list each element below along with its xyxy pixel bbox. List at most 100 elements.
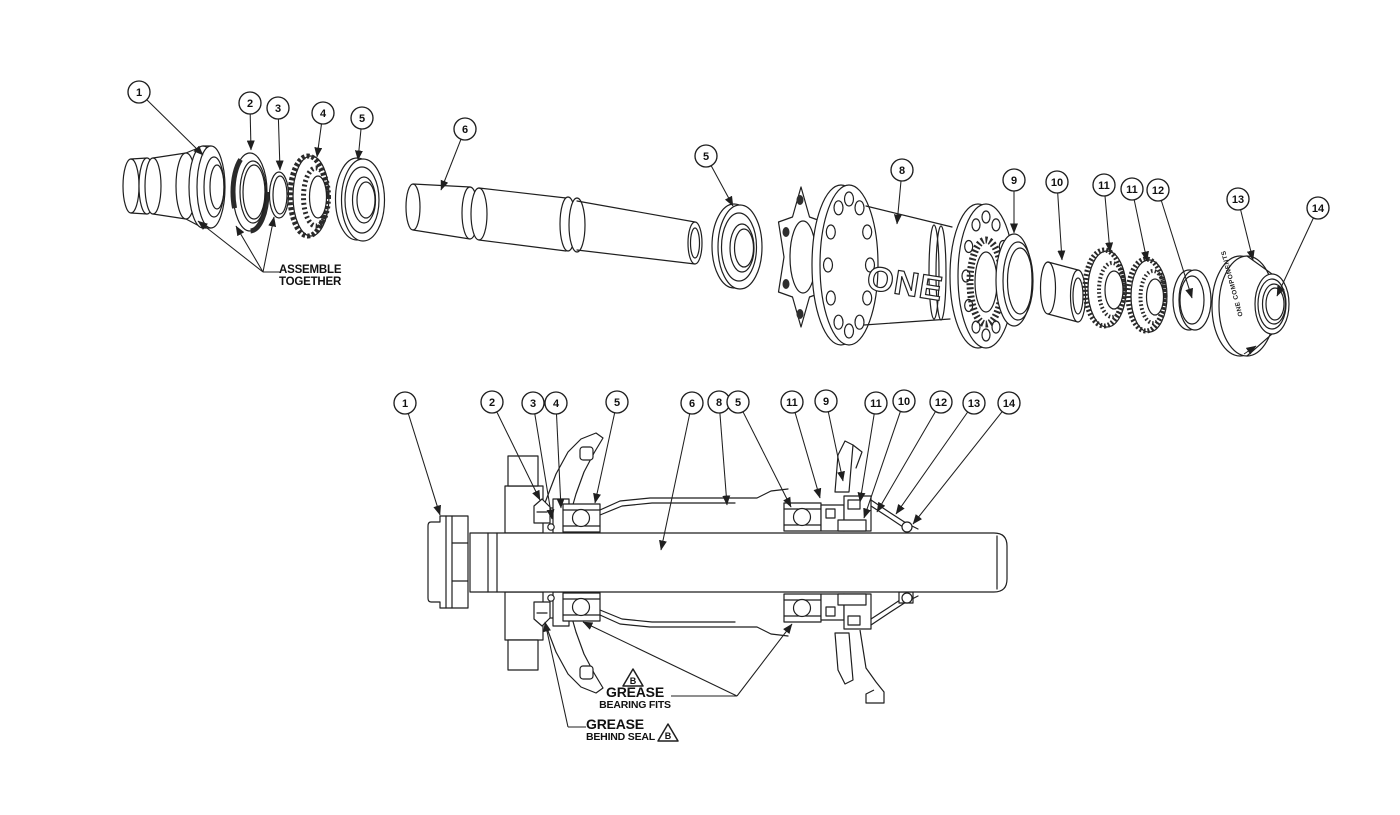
hub-logo: ONE xyxy=(864,259,946,309)
part-axle xyxy=(405,183,703,265)
callout-number: 3 xyxy=(275,103,281,115)
callout-balloon xyxy=(453,117,477,141)
callout-leader xyxy=(863,411,901,519)
part-drive-ring xyxy=(287,153,331,239)
callout-balloon xyxy=(1306,196,1330,220)
grease-bearing-title: GREASE xyxy=(606,684,664,700)
part-end-cap xyxy=(122,145,226,229)
assemble-line-2: TOGETHER xyxy=(279,276,342,289)
callout-balloon xyxy=(892,389,916,413)
part-spring xyxy=(1172,269,1212,331)
grease-seal-label: GREASE BEHIND SEAL xyxy=(586,717,655,743)
callout-balloon xyxy=(605,390,629,414)
callout-leader xyxy=(876,411,936,513)
grease-seal-sub: BEHIND SEAL xyxy=(586,730,655,743)
part-bearing-right xyxy=(711,203,763,290)
callout-leader xyxy=(659,413,691,551)
callout-leader xyxy=(496,411,541,501)
exploded-view: ONE xyxy=(122,145,1290,357)
callout-balloon xyxy=(726,390,750,414)
callout-leader xyxy=(1104,195,1114,253)
callout-number: 4 xyxy=(553,398,560,410)
callout-balloon xyxy=(890,158,914,182)
callout-leader xyxy=(1276,217,1314,297)
callout-number: 14 xyxy=(1003,398,1016,410)
callout-number: 10 xyxy=(1051,177,1063,189)
callout-leader xyxy=(1133,199,1149,262)
callout-leader xyxy=(275,118,284,171)
callout-balloon xyxy=(480,390,504,414)
callout-leader xyxy=(354,128,363,161)
part-hub-seal xyxy=(995,233,1034,327)
callout-leader xyxy=(1240,209,1255,261)
callout-balloon xyxy=(1146,178,1170,202)
callout-balloon xyxy=(1226,187,1250,211)
callout-number: 6 xyxy=(689,398,695,410)
callout-number: 11 xyxy=(870,398,882,410)
callout-balloon xyxy=(694,144,718,168)
warning-triangle-letter: B xyxy=(630,676,637,686)
callout-leader xyxy=(555,413,565,509)
assemble-together-leaders xyxy=(197,216,281,273)
warning-triangle-letter: B xyxy=(665,731,672,741)
callout-number: 8 xyxy=(716,397,722,409)
callout-leader xyxy=(895,411,969,515)
warning-triangle-icon xyxy=(657,723,679,742)
grease-leaders xyxy=(543,621,793,728)
callout-balloon xyxy=(929,390,953,414)
callout-leader xyxy=(893,180,902,225)
callout-number: 6 xyxy=(462,124,468,136)
part-bearing-left xyxy=(334,157,386,242)
callout-number: 11 xyxy=(1098,180,1110,192)
callout-balloon xyxy=(238,91,262,115)
callout-leader xyxy=(146,99,204,156)
callout-leader xyxy=(1160,200,1193,299)
callout-leader xyxy=(710,165,734,207)
warning-triangle-icon xyxy=(622,668,644,687)
part-o-ring xyxy=(268,171,290,219)
callout-number: 1 xyxy=(136,87,142,99)
callout-leader xyxy=(719,412,731,506)
callout-balloon xyxy=(680,391,704,415)
callout-balloon xyxy=(1045,170,1069,194)
callout-number: 2 xyxy=(247,98,253,110)
callout-balloon xyxy=(1120,177,1144,201)
callout-number: 13 xyxy=(968,398,980,410)
section-axle xyxy=(469,532,1008,593)
callout-number: 12 xyxy=(1152,185,1164,197)
callout-leader xyxy=(857,413,875,503)
callout-balloon xyxy=(1002,168,1026,192)
warning-triangles: BB xyxy=(622,668,679,742)
callout-leader xyxy=(314,123,323,158)
grease-bearing-sub: BEARING FITS xyxy=(599,698,671,711)
callout-number: 9 xyxy=(1011,175,1017,187)
callout-leader xyxy=(827,411,845,482)
callout-balloon xyxy=(1092,173,1116,197)
callout-leader xyxy=(742,411,792,508)
callout-leader xyxy=(407,413,441,516)
callout-number: 8 xyxy=(899,165,905,177)
section-shell-walls xyxy=(599,488,789,637)
part-end-seal xyxy=(1261,283,1287,325)
part-spacer xyxy=(1039,261,1087,323)
callout-balloon xyxy=(521,391,545,415)
callout-balloon xyxy=(350,106,374,130)
callout-leader xyxy=(593,412,616,504)
callout-number: 13 xyxy=(1232,194,1244,206)
callout-number: 4 xyxy=(320,108,327,120)
part-end-shell: ONE COMPONENTS xyxy=(1211,249,1290,357)
part-ratchet-ring-b xyxy=(1125,256,1168,334)
callout-leader xyxy=(1057,192,1066,261)
grease-seal-title: GREASE xyxy=(586,716,644,732)
section-end-cap xyxy=(427,515,469,609)
callout-leader xyxy=(534,413,555,520)
callout-balloon xyxy=(780,390,804,414)
callout-balloon xyxy=(127,80,151,104)
callout-balloon xyxy=(814,389,838,413)
callout-number: 5 xyxy=(703,151,709,163)
callout-balloon xyxy=(864,391,888,415)
callout-balloon xyxy=(962,391,986,415)
